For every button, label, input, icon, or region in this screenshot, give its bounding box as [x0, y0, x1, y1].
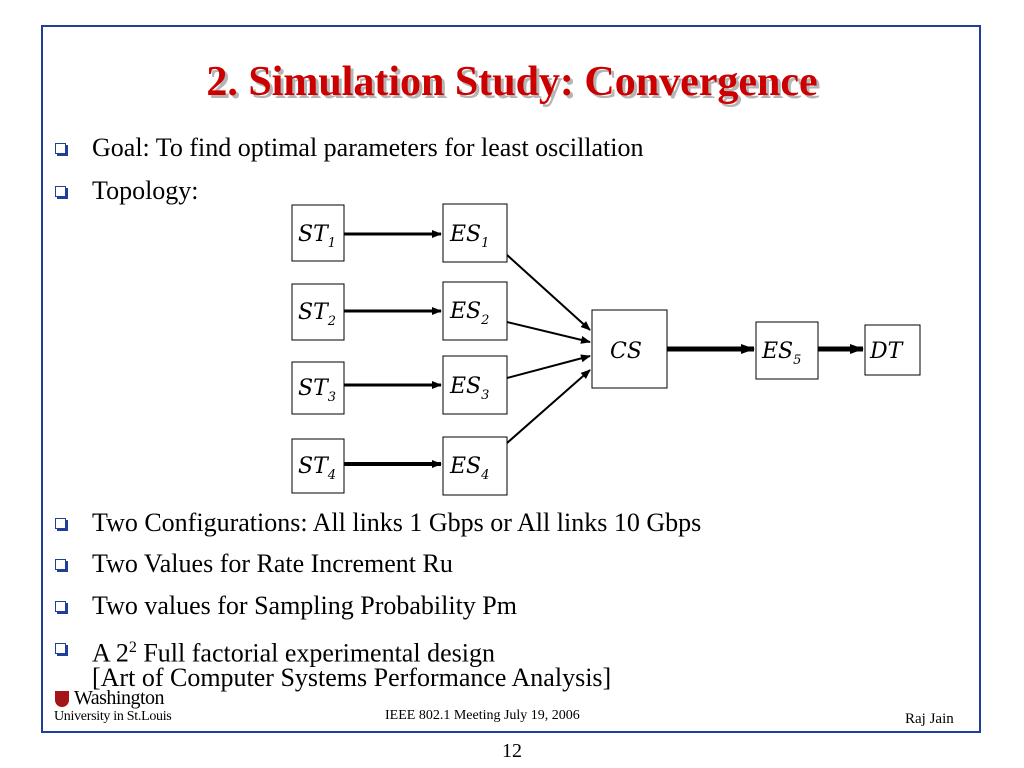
node-es4: ES4: [442, 436, 508, 496]
university-logo: Washington University in St.Louis: [54, 687, 194, 731]
footer-author: Raj Jain: [905, 711, 954, 727]
node-dt: DT: [864, 324, 921, 376]
bullet-superscript: 2: [128, 639, 137, 656]
svg-text:ST1: ST1: [298, 222, 336, 251]
bullet-text: Two Values for Rate Increment Ru: [92, 549, 453, 578]
svg-text:ST2: ST2: [298, 300, 336, 329]
svg-text:ES4: ES4: [449, 454, 489, 483]
svg-text:ES3: ES3: [449, 374, 489, 403]
footer-meeting: IEEE 802.1 Meeting July 19, 2006: [385, 708, 580, 723]
edge-es2-cs: [506, 321, 591, 344]
logo-wordmark: Washington: [74, 687, 165, 709]
bullet-text: Two Configurations: All links 1 Gbps or …: [92, 508, 702, 537]
svg-text:ES5: ES5: [761, 339, 801, 368]
svg-text:DT: DT: [869, 339, 905, 364]
svg-text:ST3: ST3: [298, 376, 336, 405]
node-st3: ST3: [291, 361, 345, 415]
node-cs: CS: [591, 309, 668, 389]
bullet-box-icon: [55, 518, 66, 529]
edge-es4-cs: [506, 369, 591, 444]
slide-frame: [41, 25, 981, 733]
slide-title: 2. Simulation Study: Convergence: [206, 59, 818, 105]
bullet-box-icon: [55, 601, 66, 612]
svg-text:ES1: ES1: [449, 222, 489, 251]
svg-text:CS: CS: [610, 339, 642, 364]
bullet-box-icon: [55, 143, 66, 154]
node-es5: ES5: [755, 321, 819, 380]
bullet-text: Topology:: [92, 176, 199, 205]
node-es2: ES2: [442, 281, 508, 341]
bullet-text: Two values for Sampling Probability Pm: [92, 591, 517, 620]
svg-text:ST4: ST4: [298, 454, 336, 483]
bullet-text: Goal: To find optimal parameters for lea…: [92, 133, 644, 162]
bullet-box-icon: [55, 643, 66, 654]
bullet-box-icon: [55, 186, 66, 197]
node-st1: ST1: [291, 204, 345, 262]
svg-text:ES2: ES2: [449, 299, 489, 328]
logo-subtitle: University in St.Louis: [54, 709, 172, 724]
node-st2: ST2: [291, 283, 345, 341]
shield-icon: [55, 691, 69, 707]
node-st4: ST4: [291, 438, 345, 494]
bullet-reference: [Art of Computer Systems Performance Ana…: [92, 663, 612, 692]
bullet-box-icon: [55, 559, 66, 570]
bullet-text-pre: A 2: [92, 638, 129, 668]
edge-es1-cs: [506, 254, 591, 331]
node-es1: ES1: [442, 203, 508, 263]
edge-es3-cs: [506, 354, 591, 379]
bullet-text-post: Full factorial experimental design: [136, 638, 495, 668]
bullet-text: A 22 Full factorial experimental design: [92, 633, 495, 669]
page-number: 12: [502, 740, 522, 762]
node-es3: ES3: [442, 355, 508, 415]
